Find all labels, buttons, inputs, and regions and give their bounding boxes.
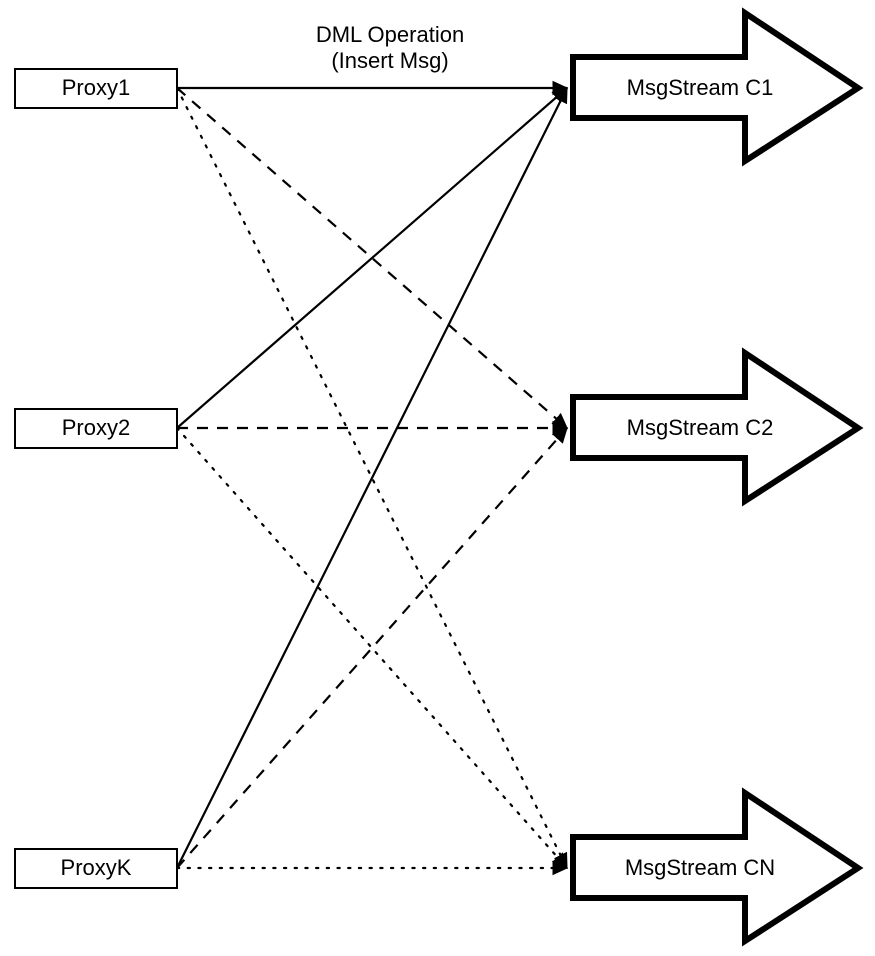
proxy-label: Proxy2 [62, 415, 130, 440]
msgstream-node-stream_c2[interactable]: MsgStream C2 [570, 347, 864, 507]
connector-proxy1-to-cn [175, 86, 569, 870]
connector-proxy1-to-c2 [176, 87, 568, 429]
edge-label-insert-msg: (Insert Msg) [331, 48, 448, 73]
block-arrow-shape [570, 787, 864, 947]
msgstream-node-stream_cn[interactable]: MsgStream CN [570, 787, 864, 947]
connector-proxyk-to-c2 [176, 427, 568, 869]
block-arrow-shape [570, 347, 864, 507]
proxy-node-proxyk[interactable]: ProxyK [14, 848, 178, 889]
msgstream-node-stream_c1[interactable]: MsgStream C1 [570, 7, 864, 167]
proxy-node-proxy2[interactable]: Proxy2 [14, 408, 178, 449]
msgstream-label: MsgStream C2 [627, 415, 774, 440]
proxy-box-shape [14, 68, 178, 109]
msgstream-label: MsgStream CN [625, 855, 775, 880]
proxy-node-proxy1[interactable]: Proxy1 [14, 68, 178, 109]
connector-proxy2-to-c1 [176, 87, 568, 429]
proxy-label: Proxy1 [62, 75, 130, 100]
connector-proxy2-to-cn [175, 426, 569, 870]
connector-proxyk-to-c1 [176, 86, 568, 869]
edge-label-dml-operation: DML Operation [316, 22, 464, 47]
msgstream-label: MsgStream C1 [627, 75, 774, 100]
block-arrow-shape [570, 7, 864, 167]
proxy-box-shape [14, 848, 178, 889]
connections-layer [175, 80, 569, 876]
proxy-box-shape [14, 408, 178, 449]
proxy-label: ProxyK [61, 855, 132, 880]
